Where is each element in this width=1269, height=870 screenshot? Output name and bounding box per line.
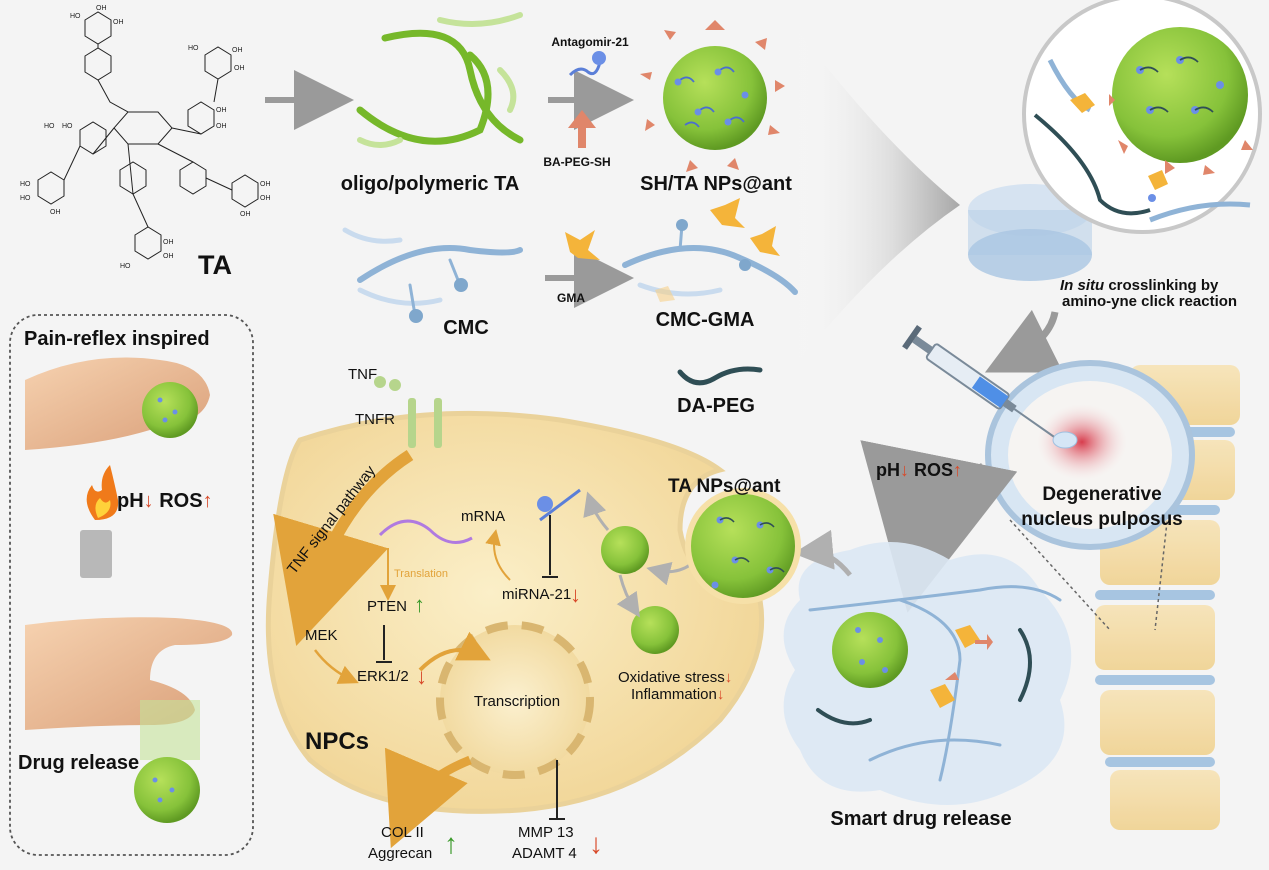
inflammation-down-arrow: ↓ — [716, 686, 725, 703]
svg-text:HO: HO — [62, 123, 73, 130]
right-ros-up-arrow: ↑ — [953, 460, 963, 480]
svg-text:OH: OH — [216, 107, 227, 114]
bapeg-arrow-icon — [568, 110, 596, 148]
oligo-ta-label: oligo/polymeric TA — [340, 173, 520, 195]
nucleus-pulposus-label: nucleus pulposus — [1021, 509, 1183, 530]
syringe-icon — [902, 325, 1055, 438]
svg-text:HO: HO — [188, 45, 199, 52]
svg-text:OH: OH — [163, 239, 174, 246]
ta-molecule — [37, 11, 259, 260]
gma-label: GMA — [557, 291, 585, 305]
inflammation-text: Inflammation — [631, 686, 717, 703]
cmcgma-label: CMC-GMA — [655, 309, 755, 331]
drug-release-label: Drug release — [18, 752, 140, 774]
smart-release-label: Smart drug release — [830, 808, 1012, 830]
svg-text:OH: OH — [240, 211, 251, 218]
shta-nanoparticle — [640, 20, 785, 172]
mmp13-label: MMP 13 — [518, 824, 574, 841]
svg-text:OH: OH — [260, 181, 271, 188]
pain-reflex-panel — [9, 314, 254, 856]
hand-top-icon — [25, 357, 210, 450]
erk-down-arrow: ↓ — [416, 664, 427, 689]
oxidative-down-arrow: ↓ — [724, 669, 733, 686]
svg-text:HO: HO — [20, 195, 31, 202]
gma-icon — [565, 230, 600, 260]
npcs-label: NPCs — [305, 728, 370, 755]
oligo-ta-strands — [356, 12, 524, 148]
pten-up-arrow: ↑ — [414, 592, 425, 617]
right-ros-text: ROS — [914, 460, 954, 480]
svg-text:HO: HO — [120, 263, 131, 270]
svg-text:OH: OH — [234, 65, 245, 72]
nucleus — [436, 621, 594, 779]
dapeg-icon — [677, 366, 763, 386]
right-ph-text: pH — [876, 460, 900, 480]
col2-label: COL II — [381, 824, 424, 841]
funnel-shape — [790, 20, 960, 360]
tnf-label: TNF — [348, 366, 378, 383]
svg-text:OH: OH — [163, 253, 174, 260]
pain-ros-up-arrow: ↑ — [202, 490, 213, 512]
crosslinking-label-line1: In situ crosslinking by — [1060, 277, 1218, 294]
erk-label: ERK1/2 — [357, 668, 409, 685]
candle-icon — [80, 530, 112, 578]
mrna-label: mRNA — [461, 508, 506, 525]
transcription-label: Transcription — [473, 693, 561, 710]
antagomir-icon — [568, 61, 602, 77]
crosslinking-label-line2: amino-yne click reaction — [1062, 293, 1238, 310]
pain-reflex-title: Pain-reflex inspired — [24, 328, 210, 350]
pain-ph-ros: pH↓ ROS↑ — [117, 490, 213, 513]
col2-up-arrow: ↑ — [444, 828, 458, 859]
degenerative-label: Degenerative — [1042, 484, 1162, 505]
shta-nps-label: SH/TA NPs@ant — [640, 173, 792, 195]
antagomir-label: Antagomir-21 — [551, 35, 629, 49]
pain-ph-text: pH — [117, 490, 144, 512]
flame-icon — [86, 465, 119, 520]
svg-text:OH: OH — [113, 19, 124, 26]
pten-label: PTEN — [367, 598, 408, 615]
svg-text:OH: OH — [232, 47, 243, 54]
crosslink-to-syringe-arrow — [984, 309, 1064, 373]
svg-text:HO: HO — [70, 13, 81, 20]
smart-release-cloud — [783, 542, 1072, 805]
svg-text:OH: OH — [50, 209, 61, 216]
right-ph-down-arrow: ↓ — [900, 460, 909, 480]
svg-text:HO: HO — [44, 123, 55, 130]
oxidative-label: Oxidative stress↓ — [618, 669, 732, 686]
hand-bottom-icon — [25, 617, 233, 730]
mirna-label: miRNA-21 — [502, 586, 572, 603]
oxidative-text: Oxidative stress — [618, 669, 725, 686]
aggrecan-label: Aggrecan — [368, 845, 433, 862]
svg-text:HO: HO — [20, 181, 31, 188]
svg-text:OH: OH — [96, 5, 107, 12]
svg-text:OH: OH — [216, 123, 227, 130]
mmp-down-arrow: ↓ — [589, 828, 603, 859]
bapeg-label: BA-PEG-SH — [543, 155, 611, 169]
translation-label: Translation — [394, 568, 449, 580]
tnf-pathway-arrow — [273, 449, 414, 646]
in-situ-text: In situ — [1060, 277, 1105, 294]
ta-label: TA — [198, 250, 232, 280]
inflammation-label: Inflammation↓ — [631, 686, 724, 703]
cmc-strands — [342, 227, 523, 317]
right-ph-ros: pH↓ ROS↑ — [876, 460, 962, 481]
cmc-label: CMC — [443, 317, 489, 339]
release-arrow — [860, 440, 1018, 613]
svg-text:OH: OH — [260, 195, 271, 202]
crosslinking-rest-text: crosslinking by — [1104, 277, 1219, 294]
mek-label: MEK — [305, 627, 338, 644]
dapeg-label: DA-PEG — [677, 395, 755, 417]
tnfr-label: TNFR — [355, 411, 395, 428]
mirna-down-arrow: ↓ — [570, 582, 581, 607]
ta-nps-ant-label: TA NPs@ant — [668, 476, 781, 497]
pain-ros-text: ROS — [159, 490, 203, 512]
adamt4-label: ADAMT 4 — [512, 845, 577, 862]
crosslink-zoom-content — [1033, 27, 1253, 223]
npc-cell — [265, 410, 765, 814]
pain-ph-down-arrow: ↓ — [143, 490, 154, 512]
